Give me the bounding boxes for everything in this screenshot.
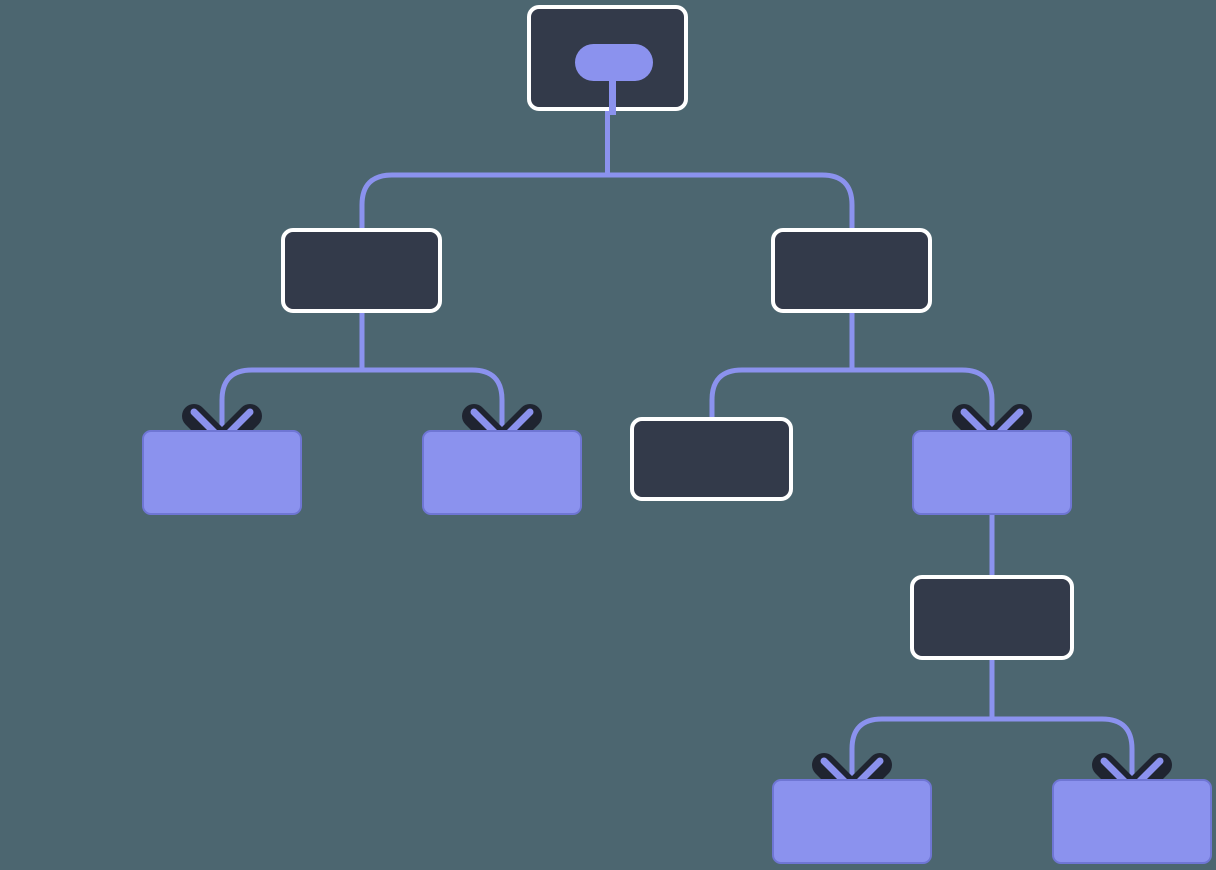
root-pill-stem-icon xyxy=(609,77,616,115)
edge-root-l2right xyxy=(605,172,855,235)
node-l4-a[interactable] xyxy=(910,575,1074,660)
edge-l2left-l3a xyxy=(219,367,365,435)
node-l5-a[interactable] xyxy=(772,779,932,864)
edge-l2right-l3d xyxy=(849,367,995,435)
node-l5-b[interactable] xyxy=(1052,779,1212,864)
root-pill-icon xyxy=(575,44,653,81)
node-l3-b[interactable] xyxy=(422,430,582,515)
node-l2-right[interactable] xyxy=(771,228,932,313)
edge-root-l2left xyxy=(359,172,610,235)
node-root[interactable] xyxy=(527,5,688,115)
node-l3-c[interactable] xyxy=(630,417,793,501)
node-l3-d[interactable] xyxy=(912,430,1072,515)
edge-l4a-l5a xyxy=(849,716,995,784)
node-l3-a[interactable] xyxy=(142,430,302,515)
node-l2-left[interactable] xyxy=(281,228,442,313)
edge-l2right-l3c xyxy=(709,367,855,422)
edge-l4a-l5b xyxy=(989,716,1135,784)
edge-l2left-l3b xyxy=(359,367,505,435)
